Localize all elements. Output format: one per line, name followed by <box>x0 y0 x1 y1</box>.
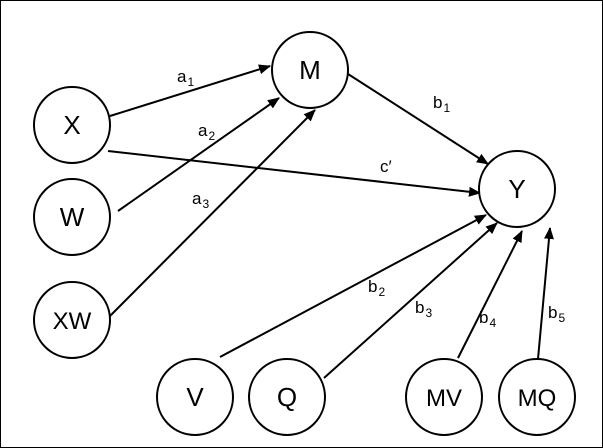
node-label: Q <box>277 382 297 412</box>
edge-label: b2 <box>368 277 385 299</box>
edge-label-letter: c′ <box>380 157 392 176</box>
node-q: Q <box>248 358 326 436</box>
edge-label-letter: a <box>177 67 187 86</box>
edge-label-letter: b <box>368 277 377 296</box>
node-circle <box>33 178 111 256</box>
edge-arrow <box>219 214 487 358</box>
edge-x-to-y: c′ <box>107 150 481 197</box>
node-circle <box>248 358 326 436</box>
edge-arrow <box>457 230 523 359</box>
node-circle <box>33 281 111 359</box>
edge-arrow <box>323 222 498 379</box>
edge-label-letter: a <box>192 189 202 208</box>
node-circle <box>156 358 234 436</box>
edge-label: b5 <box>548 303 565 325</box>
edge-label: a2 <box>198 121 215 143</box>
node-circle <box>271 31 349 109</box>
edge-v-to-y: b2 <box>219 214 487 358</box>
node-label: MV <box>426 385 462 412</box>
edge-label: b4 <box>479 308 496 330</box>
edge-label-subscript: 2 <box>378 285 385 299</box>
edge-label-letter: b <box>415 298 424 317</box>
node-circle <box>478 150 556 228</box>
node-circle <box>33 86 111 164</box>
node-label: V <box>186 382 204 412</box>
edge-label-subscript: 1 <box>187 75 194 89</box>
node-circle <box>498 358 576 436</box>
edge-label-subscript: 4 <box>489 316 496 330</box>
edge-arrow <box>347 73 489 165</box>
edge-arrow <box>107 150 481 197</box>
edge-label-letter: b <box>433 93 442 112</box>
node-label: XW <box>53 308 92 335</box>
edge-q-to-y: b3 <box>323 222 498 379</box>
edge-arrow <box>109 109 316 317</box>
edge-label-subscript: 3 <box>425 306 432 320</box>
node-label: W <box>60 202 85 232</box>
edge-label: b3 <box>415 298 432 320</box>
edge-arrow <box>537 227 554 360</box>
node-mv: MV <box>405 358 483 436</box>
edge-arrow <box>117 97 280 212</box>
edge-w-to-m: a2 <box>117 97 280 212</box>
node-label: Y <box>508 174 525 204</box>
node-label: M <box>299 55 321 85</box>
edge-label-subscript: 2 <box>208 129 215 143</box>
edge-label: b1 <box>433 93 450 115</box>
node-circle <box>405 358 483 436</box>
node-x: X <box>33 86 111 164</box>
edge-mv-to-y: b4 <box>457 230 523 359</box>
edge-label-subscript: 5 <box>558 311 565 325</box>
node-xw: XW <box>33 281 111 359</box>
node-label: X <box>63 110 80 140</box>
edge-label: c′ <box>380 157 392 176</box>
node-mq: MQ <box>498 358 576 436</box>
edge-mq-to-y: b5 <box>537 227 565 360</box>
edge-x-to-m: a1 <box>109 64 271 117</box>
edge-label-letter: b <box>548 303 557 322</box>
edge-label: a3 <box>192 189 209 211</box>
edge-label-subscript: 1 <box>443 101 450 115</box>
node-y: Y <box>478 150 556 228</box>
node-v: V <box>156 358 234 436</box>
edge-m-to-y: b1 <box>347 73 489 165</box>
edge-arrow <box>109 64 271 117</box>
node-w: W <box>33 178 111 256</box>
node-label: MQ <box>518 385 557 412</box>
edge-xw-to-m: a3 <box>109 109 316 317</box>
edge-label: a1 <box>177 67 194 89</box>
node-m: M <box>271 31 349 109</box>
edge-label-subscript: 3 <box>202 197 209 211</box>
edge-label-letter: a <box>198 121 208 140</box>
edge-label-letter: b <box>479 308 488 327</box>
